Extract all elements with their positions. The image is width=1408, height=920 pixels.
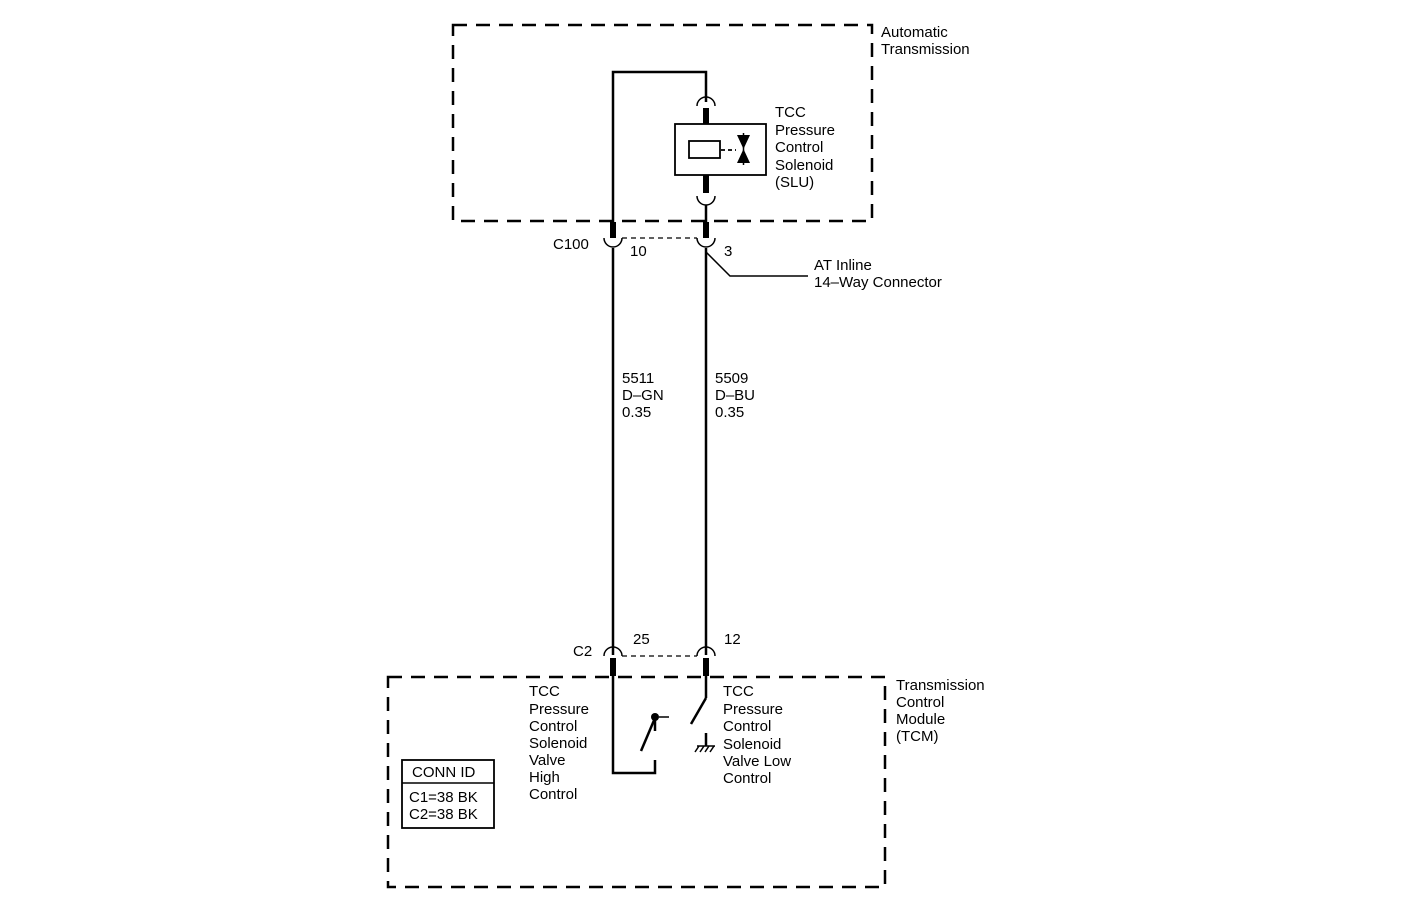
low-control-label: TCC Pressure Control Solenoid Valve Low … (723, 683, 795, 787)
high-control-label: TCC Pressure Control Solenoid Valve High… (529, 683, 593, 803)
ground-icon-tick-4 (709, 745, 715, 753)
solenoid-label: TCC Pressure Control Solenoid (SLU) (775, 104, 839, 191)
tcm-frame (386, 675, 887, 889)
c2-pin-12-arc (696, 646, 716, 657)
c2-pin-12: 12 (724, 631, 741, 648)
low-control-switch-arm (689, 697, 708, 725)
c100-pin-10: 10 (630, 243, 647, 260)
solenoid-top-terminal-arc (696, 96, 716, 107)
wire-5511-label: 5511 D–GN 0.35 (622, 370, 668, 421)
automatic-transmission-label: Automatic Transmission (881, 24, 970, 58)
tcm-label: Transmission Control Module (TCM) (896, 677, 989, 745)
ground-icon-tick-2 (699, 745, 705, 753)
inline-connector-label: AT Inline 14–Way Connector (814, 257, 942, 291)
ground-icon-tick-3 (704, 745, 710, 753)
conn-id-header: CONN ID (412, 764, 476, 781)
ground-icon-tick-1 (694, 745, 700, 753)
high-control-circuit (611, 676, 657, 775)
c100-pin-10-arc (603, 237, 623, 248)
inline-connector-leader (705, 251, 808, 277)
conn-id-row-c2: C2=38 BK (409, 806, 478, 823)
c2-id: C2 (573, 643, 592, 660)
solenoid-bottom-terminal-arc (696, 195, 716, 206)
c100-pin-3: 3 (724, 243, 732, 260)
wire-5509-label: 5509 D–BU 0.35 (715, 370, 759, 421)
c2-pin-25-arc (603, 646, 623, 657)
conn-id-row-c1: C1=38 BK (409, 789, 478, 806)
conn-id-table (401, 759, 495, 829)
c100-id: C100 (553, 236, 589, 253)
high-control-supply-dot (651, 713, 659, 721)
automatic-transmission-frame (451, 23, 874, 223)
wire-loop-top (611, 70, 708, 222)
high-control-switch-arm (639, 717, 657, 752)
c2-pin-25: 25 (633, 631, 650, 648)
c100-pin-3-arc (696, 237, 716, 248)
solenoid-coil-icon (688, 140, 721, 159)
